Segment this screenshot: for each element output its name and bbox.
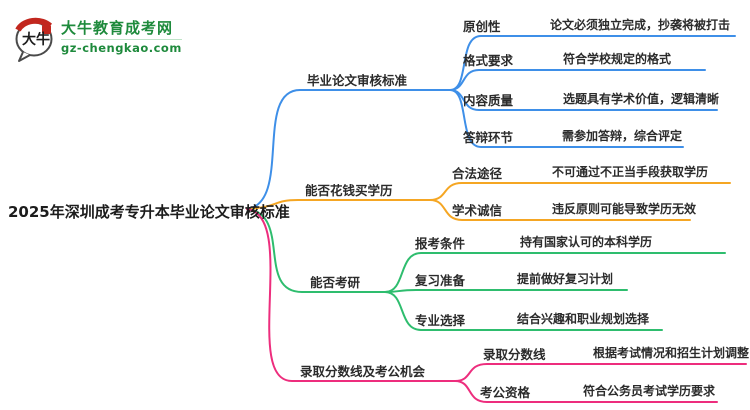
node-originality-desc: 论文必须独立完成，抄袭将被打击 (550, 18, 731, 32)
daniu-speech-bubble-icon: 大牛 (15, 17, 53, 62)
node-scoreline-desc: 根据考试情况和招生计划调整 (593, 346, 750, 360)
branch-score-label: 录取分数线及考公机会 (300, 364, 426, 379)
node-legal-label: 合法途径 (452, 166, 503, 181)
branch-kaoyan-curves (246, 208, 726, 331)
site-url: gz-chengkao.com (61, 39, 182, 55)
node-civilservice-desc: 符合公务员考试学历要求 (583, 384, 716, 398)
branch-buy-curves (246, 182, 731, 221)
node-requirement-desc: 持有国家认可的本科学历 (520, 235, 653, 249)
node-major-label: 专业选择 (415, 313, 466, 328)
logo-icon-text: 大牛 (22, 31, 50, 48)
node-review-desc: 提前做好复习计划 (517, 272, 614, 286)
node-review-label: 复习准备 (415, 273, 466, 288)
node-defense-desc: 需参加答辩，综合评定 (562, 129, 683, 143)
node-civilservice-label: 考公资格 (480, 385, 531, 400)
logo-text-block: 大牛教育成考网 gz-chengkao.com (61, 13, 182, 56)
node-scoreline-label: 录取分数线 (483, 347, 546, 362)
node-defense-label: 答辩环节 (463, 130, 514, 145)
branch-buy-label: 能否花钱买学历 (305, 183, 393, 198)
branch-thesis-label: 毕业论文审核标准 (307, 73, 408, 88)
branch-thesis-curves (246, 35, 736, 210)
site-logo: 大牛 大牛教育成考网 gz-chengkao.com (13, 13, 182, 65)
branch-kaoyan-label: 能否考研 (310, 275, 361, 290)
node-major-desc: 结合兴趣和职业规划选择 (517, 312, 650, 326)
root-node-title: 2025年深圳成考专升本毕业论文审核标准 (8, 203, 290, 221)
branch-score-curves (246, 208, 747, 403)
node-legal-desc: 不可通过不正当手段获取学历 (552, 165, 709, 179)
node-format-desc: 符合学校规定的格式 (563, 52, 672, 66)
site-name: 大牛教育成考网 (61, 19, 174, 37)
node-format-label: 格式要求 (463, 53, 514, 68)
node-integrity-desc: 违反原则可能导致学历无效 (552, 202, 697, 216)
node-quality-desc: 选题具有学术价值，逻辑清晰 (563, 92, 720, 106)
node-integrity-label: 学术诚信 (452, 203, 503, 218)
node-requirement-label: 报考条件 (415, 236, 466, 251)
node-originality-label: 原创性 (463, 19, 501, 34)
node-quality-label: 内容质量 (463, 93, 514, 108)
